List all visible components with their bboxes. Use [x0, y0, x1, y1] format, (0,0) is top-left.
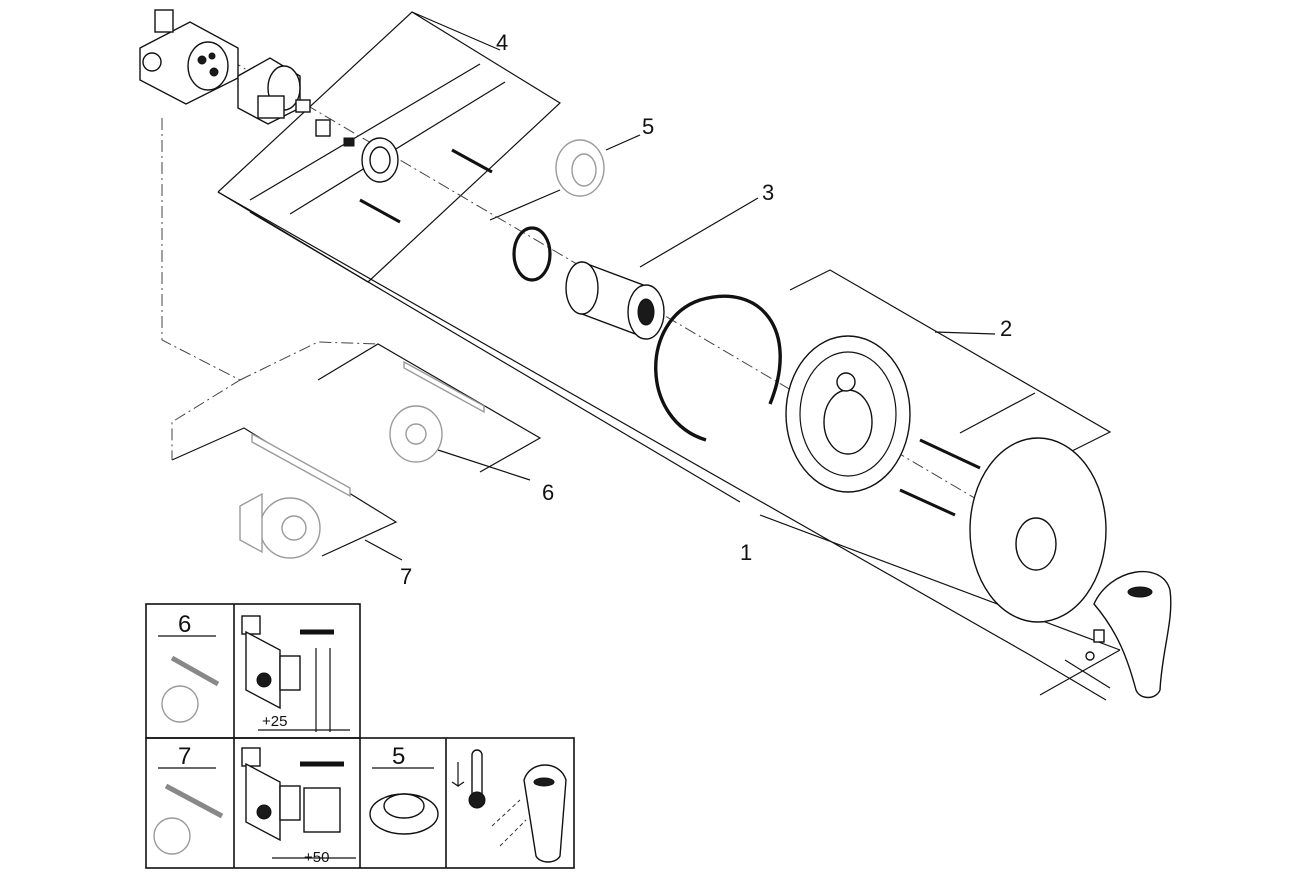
- mounting-plate: [785, 335, 981, 517]
- callout-2: 2: [1000, 316, 1012, 341]
- dimension-plus-50: +50: [304, 849, 329, 866]
- dimension-plus-25: +25: [262, 713, 287, 730]
- connector-piece: [315, 119, 355, 147]
- installation-inset-table: 6 +25 7 +50: [145, 603, 575, 869]
- long-screws: [359, 148, 493, 224]
- inset-valve-sketch-6: [241, 615, 350, 732]
- callout-7: 7: [400, 564, 412, 589]
- sleeve-part-3: [565, 260, 665, 340]
- valve-body: [139, 9, 239, 105]
- callout-4: 4: [496, 30, 508, 55]
- callout-6: 6: [542, 480, 554, 505]
- part-5-cap: [555, 139, 605, 197]
- retaining-nut: [361, 137, 399, 183]
- temperature-icon: [451, 749, 486, 809]
- extension-set-6: [389, 360, 485, 463]
- extension-set-7: [239, 432, 351, 559]
- lever-handle: [1085, 570, 1172, 699]
- inset-number-5: 5: [392, 743, 405, 770]
- inset-number-6: 6: [178, 611, 191, 638]
- o-ring: [512, 226, 552, 282]
- callout-5: 5: [642, 114, 654, 139]
- lever-rotation-sketch: [491, 764, 567, 863]
- escutcheon-plate: [969, 437, 1107, 623]
- cartridge: [237, 57, 311, 125]
- leader-lines: [161, 11, 1121, 701]
- inset-valve-sketch-7: [241, 747, 356, 859]
- callout-3: 3: [762, 180, 774, 205]
- callout-1: 1: [740, 540, 752, 565]
- inset-number-7: 7: [178, 743, 191, 770]
- split-ring: [654, 294, 782, 442]
